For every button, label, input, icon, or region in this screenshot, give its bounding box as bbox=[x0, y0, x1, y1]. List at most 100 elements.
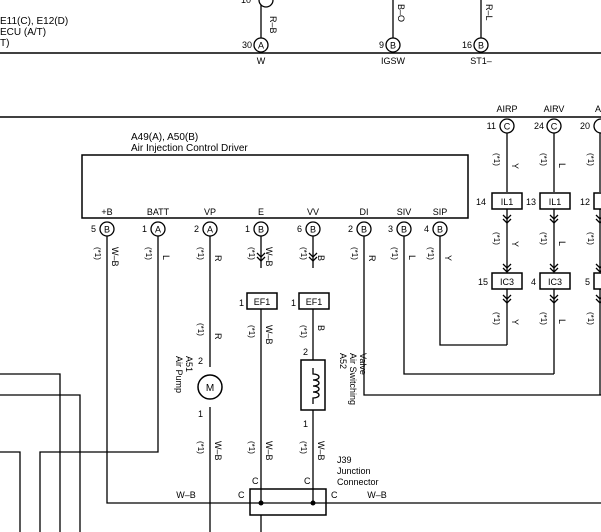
terminal-vp-note: (*1) bbox=[196, 247, 205, 260]
terminal-siv-num: 3 bbox=[388, 224, 393, 234]
terminal-e-name: E bbox=[258, 207, 264, 217]
il1-left-label: IL1 bbox=[501, 197, 514, 207]
top-pin-1-circle bbox=[253, 37, 269, 53]
ef1-left-label: EF1 bbox=[254, 297, 271, 307]
terminal-vv-note: (*1) bbox=[299, 247, 308, 260]
inline-note-4: (*1) bbox=[492, 312, 501, 325]
terminal-vp-wire: R bbox=[213, 255, 223, 262]
valve-code: A52 bbox=[338, 353, 348, 369]
il1-far-right-box bbox=[593, 192, 601, 210]
terminal-di-wire: R bbox=[367, 255, 377, 262]
pump-note: (*1) bbox=[196, 323, 205, 336]
top-pin-3-circle bbox=[473, 37, 489, 53]
valve-name-2: Valve bbox=[358, 353, 368, 375]
pump-wire: R bbox=[213, 333, 223, 340]
top-pin-3-number: 16 bbox=[462, 40, 472, 50]
j39-code: J39 bbox=[337, 455, 352, 465]
ef1-right-box bbox=[298, 292, 330, 310]
top-pin-partial bbox=[258, 0, 274, 8]
bottom-wire-2: W–B bbox=[264, 441, 274, 461]
ef1-left-wire: W–B bbox=[264, 325, 274, 345]
terminal-e-wire: W–B bbox=[264, 247, 274, 267]
ic3-left-pin: 15 bbox=[478, 277, 488, 287]
coil-icon bbox=[312, 368, 320, 404]
top-pin-2-signal: IGSW bbox=[381, 56, 406, 66]
bottom-wire-1: W–B bbox=[213, 441, 223, 461]
pump-name: Air Pump bbox=[174, 356, 184, 393]
terminal-sip-name: SIP bbox=[433, 207, 448, 217]
driver-wires bbox=[0, 236, 601, 532]
terminal-batt-wire: L bbox=[161, 255, 171, 260]
top-pin-2-circle bbox=[385, 37, 401, 53]
air-injection-control-driver: A49(A), A50(B) Air Injection Control Dri… bbox=[81, 132, 469, 267]
top-pin-2-letter: B bbox=[390, 41, 396, 51]
ef1-right-label: EF1 bbox=[306, 297, 323, 307]
inline-wire-2: L bbox=[557, 241, 567, 246]
ecu-label-line-2: ECU (A/T) bbox=[0, 27, 46, 38]
sensor-1-pin-number: 11 bbox=[487, 121, 496, 131]
top-pin-1-number: 30 bbox=[242, 40, 252, 50]
ic3-right-pin-b: 5 bbox=[585, 277, 590, 287]
terminal-vv-letter: B bbox=[310, 225, 316, 235]
sensor-3-name: A bbox=[595, 104, 601, 114]
terminal-batt-note: (*1) bbox=[144, 247, 153, 260]
top-pin-1-letter: A bbox=[258, 41, 264, 51]
motor-letter: M bbox=[206, 383, 214, 394]
air-switching-valve-a52: 2 1 A52 Air Switching Valve bbox=[300, 347, 368, 429]
top-wire-label-3: R–L bbox=[484, 4, 494, 21]
j39-wire-left: W–B bbox=[176, 490, 196, 500]
ecu-label-line-3: T) bbox=[0, 38, 9, 49]
bottom-wire-3: W–B bbox=[316, 441, 326, 461]
inline-wire-4: L bbox=[557, 319, 567, 324]
il1-right-box bbox=[539, 192, 571, 210]
terminal-batt-name: BATT bbox=[147, 207, 170, 217]
terminal-siv-wire: L bbox=[407, 255, 417, 260]
terminal-e-num: 1 bbox=[245, 224, 250, 234]
top-pin-1-signal: W bbox=[257, 56, 266, 66]
ef1-left-box bbox=[246, 292, 278, 310]
terminal-sip-note: (*1) bbox=[426, 247, 435, 260]
sensor-3-pin-partial bbox=[593, 118, 601, 134]
terminal-vp-name: VP bbox=[204, 207, 216, 217]
terminal-di-note: (*1) bbox=[350, 247, 359, 260]
inline-note-5: (*1) bbox=[539, 312, 548, 325]
j39-wire-right: W–B bbox=[367, 490, 387, 500]
inline-note-1: (*1) bbox=[492, 232, 501, 245]
terminal-e-note: (*1) bbox=[247, 247, 256, 260]
terminal-siv-note: (*1) bbox=[390, 247, 399, 260]
il1-left-pin-b: 13 bbox=[526, 197, 536, 207]
ic3-right-pin: 4 bbox=[531, 277, 536, 287]
ic3-far-right-box bbox=[593, 272, 601, 290]
terminal-vp-letter: A bbox=[207, 225, 213, 235]
ef1-right-wire: B bbox=[316, 325, 326, 331]
sensor-3-pin-number: 20 bbox=[580, 121, 590, 131]
top-wire-label-1: R–B bbox=[268, 16, 278, 34]
bottom-notes: (*1) W–B (*1) W–B (*1) W–B bbox=[196, 441, 326, 461]
ef1-right-note: (*1) bbox=[299, 325, 308, 338]
top-pin-number-1: 10 bbox=[241, 0, 251, 5]
terminal-vp-num: 2 bbox=[194, 224, 199, 234]
j39-junction-dot-1 bbox=[258, 500, 264, 506]
terminal-vv-num: 6 bbox=[297, 224, 302, 234]
terminal-siv-name: SIV bbox=[397, 207, 412, 217]
terminal-b-plus-name: +B bbox=[101, 207, 112, 217]
sensor-3-note: (*1) bbox=[586, 153, 595, 166]
bottom-note-3: (*1) bbox=[299, 441, 308, 454]
valve-pin-bottom: 1 bbox=[303, 419, 308, 429]
sensor-2-wire: L bbox=[557, 163, 567, 168]
terminal-b-plus-note: (*1) bbox=[93, 247, 102, 260]
j39-junction-dot-2 bbox=[310, 500, 316, 506]
ecu-label-line-1: E11(C), E12(D) bbox=[0, 16, 68, 27]
j39-pin-3: C bbox=[238, 490, 245, 500]
sensor-2-name: AIRV bbox=[544, 104, 565, 114]
bottom-note-1: (*1) bbox=[196, 441, 205, 454]
ef1-left-note: (*1) bbox=[247, 325, 256, 338]
top-pin-3-letter: B bbox=[478, 41, 484, 51]
terminal-b-plus-letter: B bbox=[104, 225, 110, 235]
il1-left-pin-a: 14 bbox=[476, 197, 486, 207]
ic3-left-label: IC3 bbox=[500, 277, 514, 287]
terminal-b-plus-num: 5 bbox=[91, 224, 96, 234]
sensor-2-pin-letter: C bbox=[551, 122, 558, 132]
terminal-batt-num: 1 bbox=[142, 224, 147, 234]
